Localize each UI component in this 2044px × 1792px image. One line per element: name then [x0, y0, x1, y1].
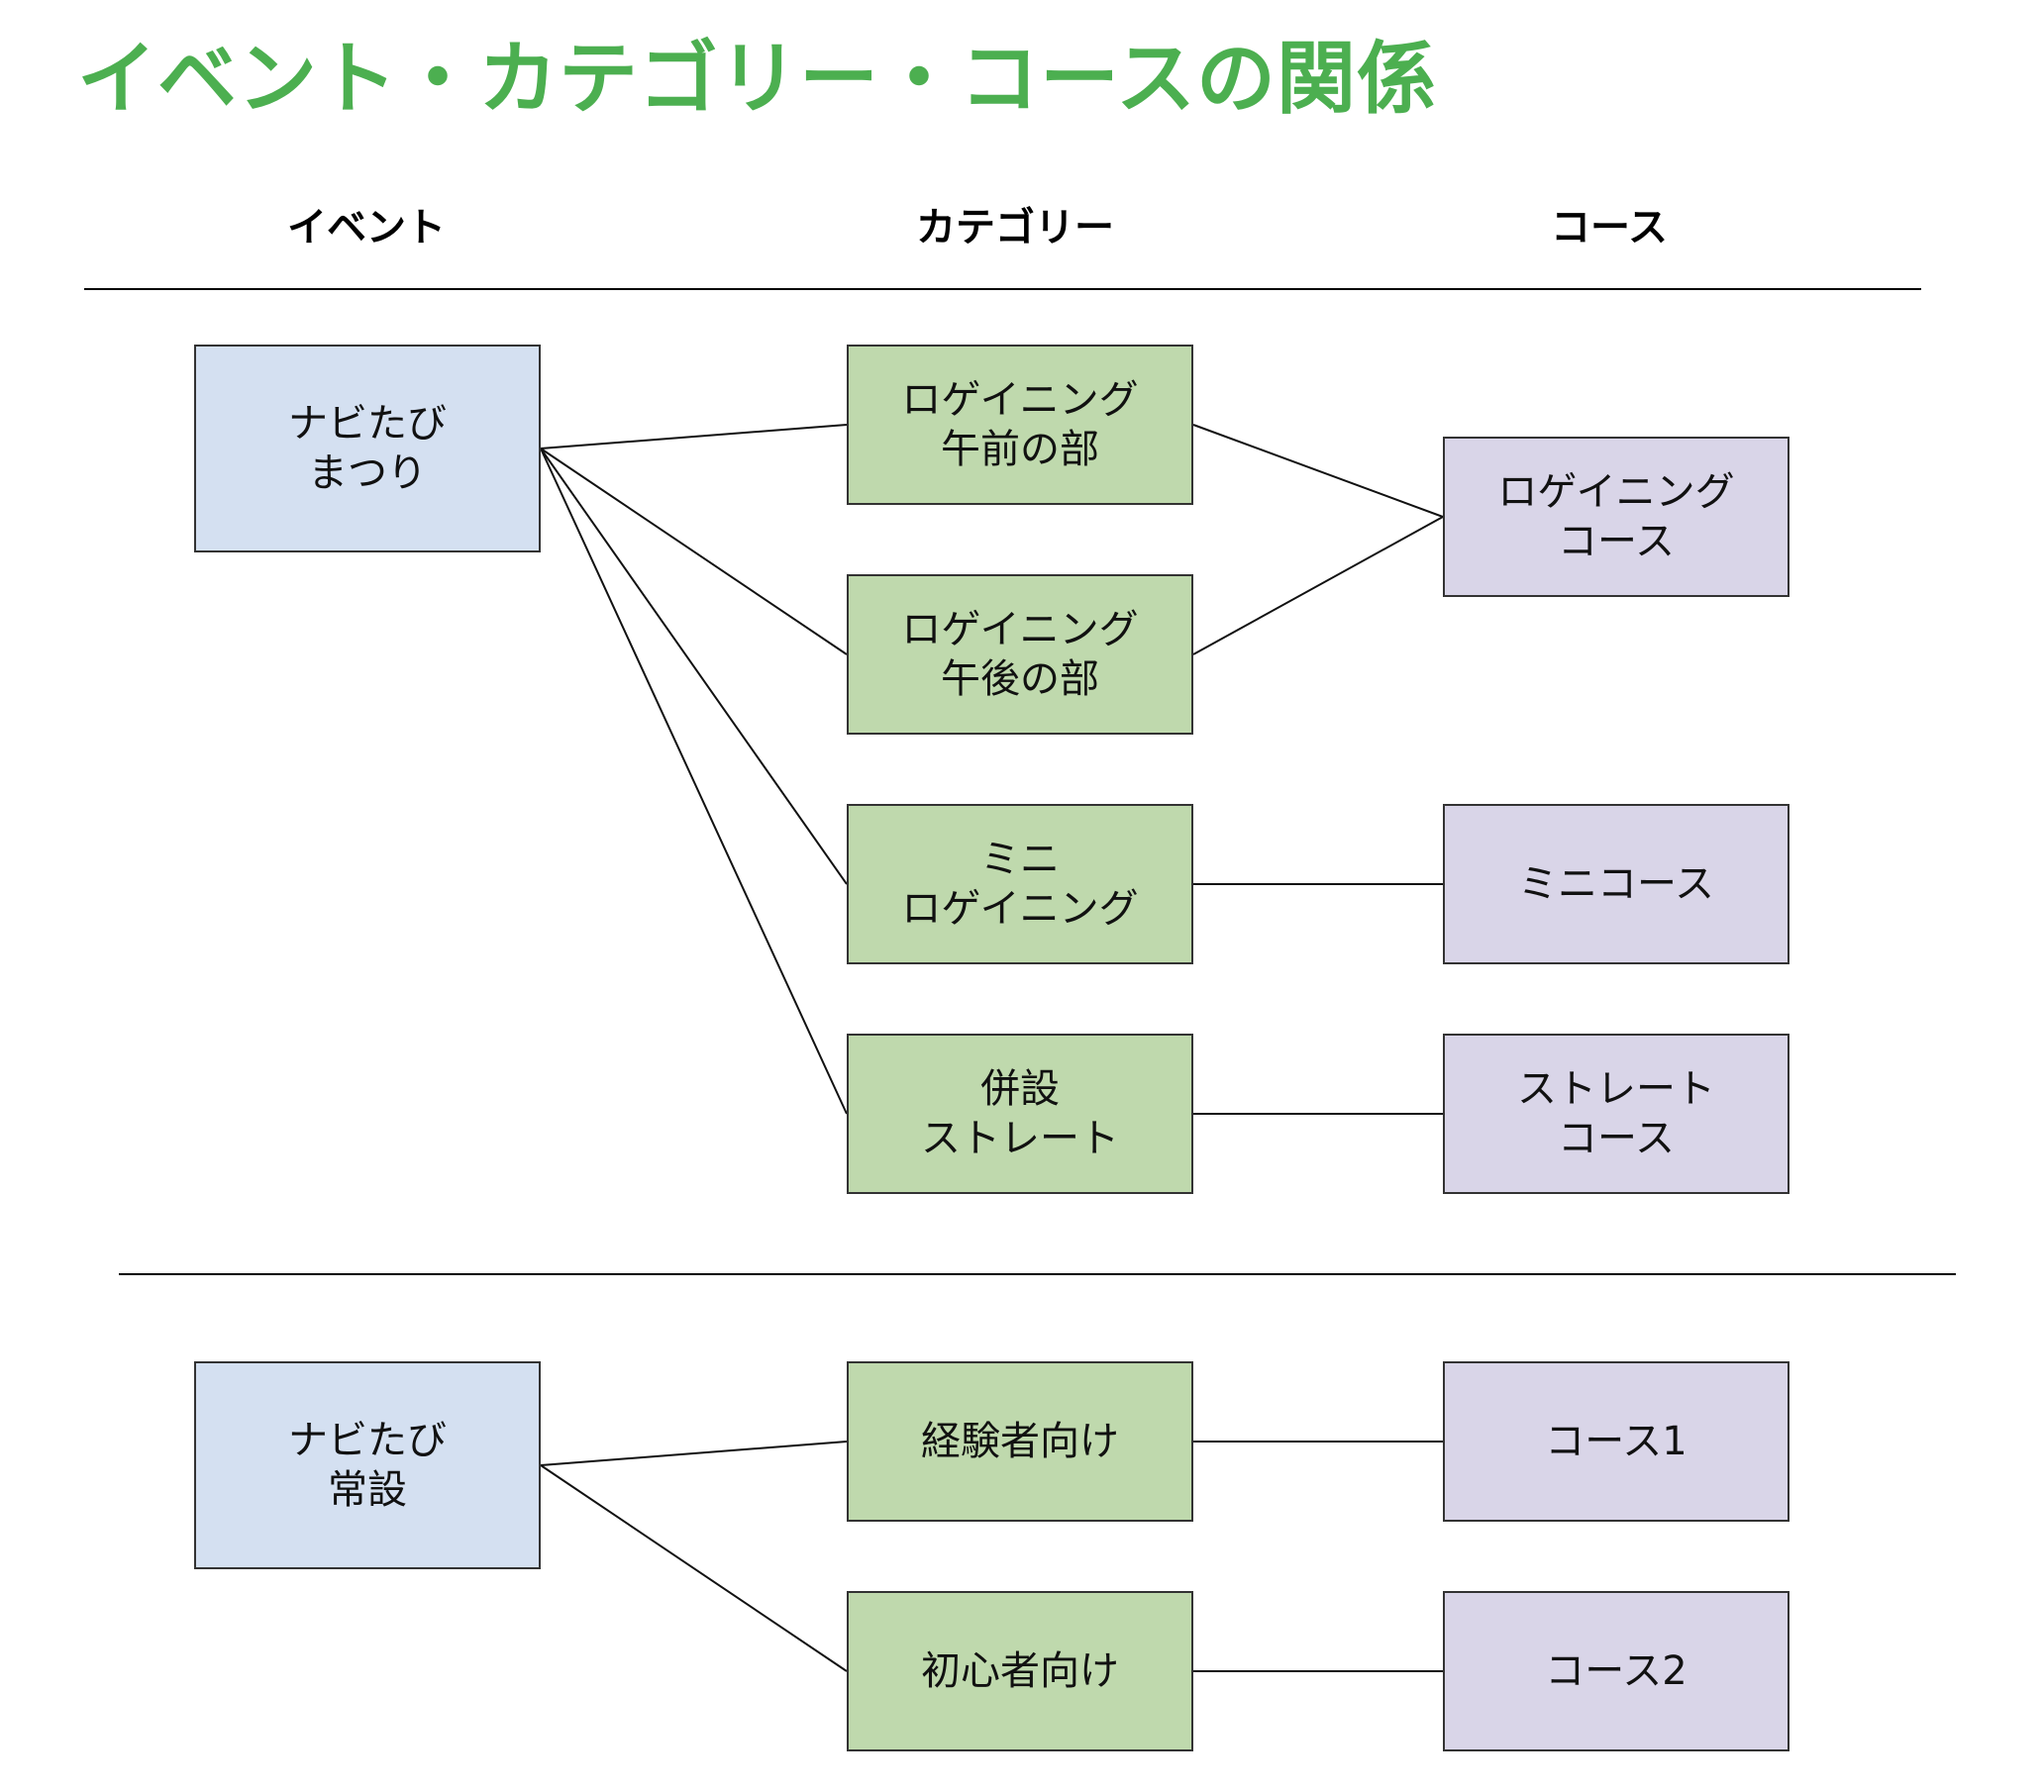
header-category: カテゴリー — [916, 205, 1114, 250]
category-box-c3: ミニ ロゲイニング — [847, 804, 1193, 964]
category-box-c1: ロゲイニング 午前の部 — [847, 345, 1193, 505]
link-e1-c4 — [540, 448, 848, 1115]
event-box-e1: ナビたび まつり — [194, 345, 541, 552]
course-box-r2: ミニコース — [1443, 804, 1789, 964]
diagram-title: イベント・カテゴリー・コースの関係 — [77, 33, 1437, 125]
category-box-c4: 併設 ストレート — [847, 1034, 1193, 1194]
link-e1-c2 — [540, 448, 848, 655]
course-box-r1: ロゲイニング コース — [1443, 437, 1789, 597]
link-c1-r1 — [1192, 424, 1444, 518]
link-e2-c6 — [540, 1464, 848, 1672]
category-box-c2: ロゲイニング 午後の部 — [847, 574, 1193, 735]
link-e1-c3 — [540, 448, 848, 885]
link-e2-c5 — [540, 1441, 848, 1466]
link-c2-r1 — [1192, 516, 1444, 655]
category-box-c5: 経験者向け — [847, 1361, 1193, 1522]
category-box-c6: 初心者向け — [847, 1591, 1193, 1751]
header-course: コース — [1551, 205, 1668, 250]
event-box-e2: ナビたび 常設 — [194, 1361, 541, 1569]
course-box-r3: ストレート コース — [1443, 1034, 1789, 1194]
course-box-r4: コース1 — [1443, 1361, 1789, 1522]
link-lines — [540, 424, 1444, 1672]
header-event: イベント — [287, 205, 446, 250]
link-e1-c1 — [540, 424, 848, 449]
course-box-r5: コース2 — [1443, 1591, 1789, 1751]
